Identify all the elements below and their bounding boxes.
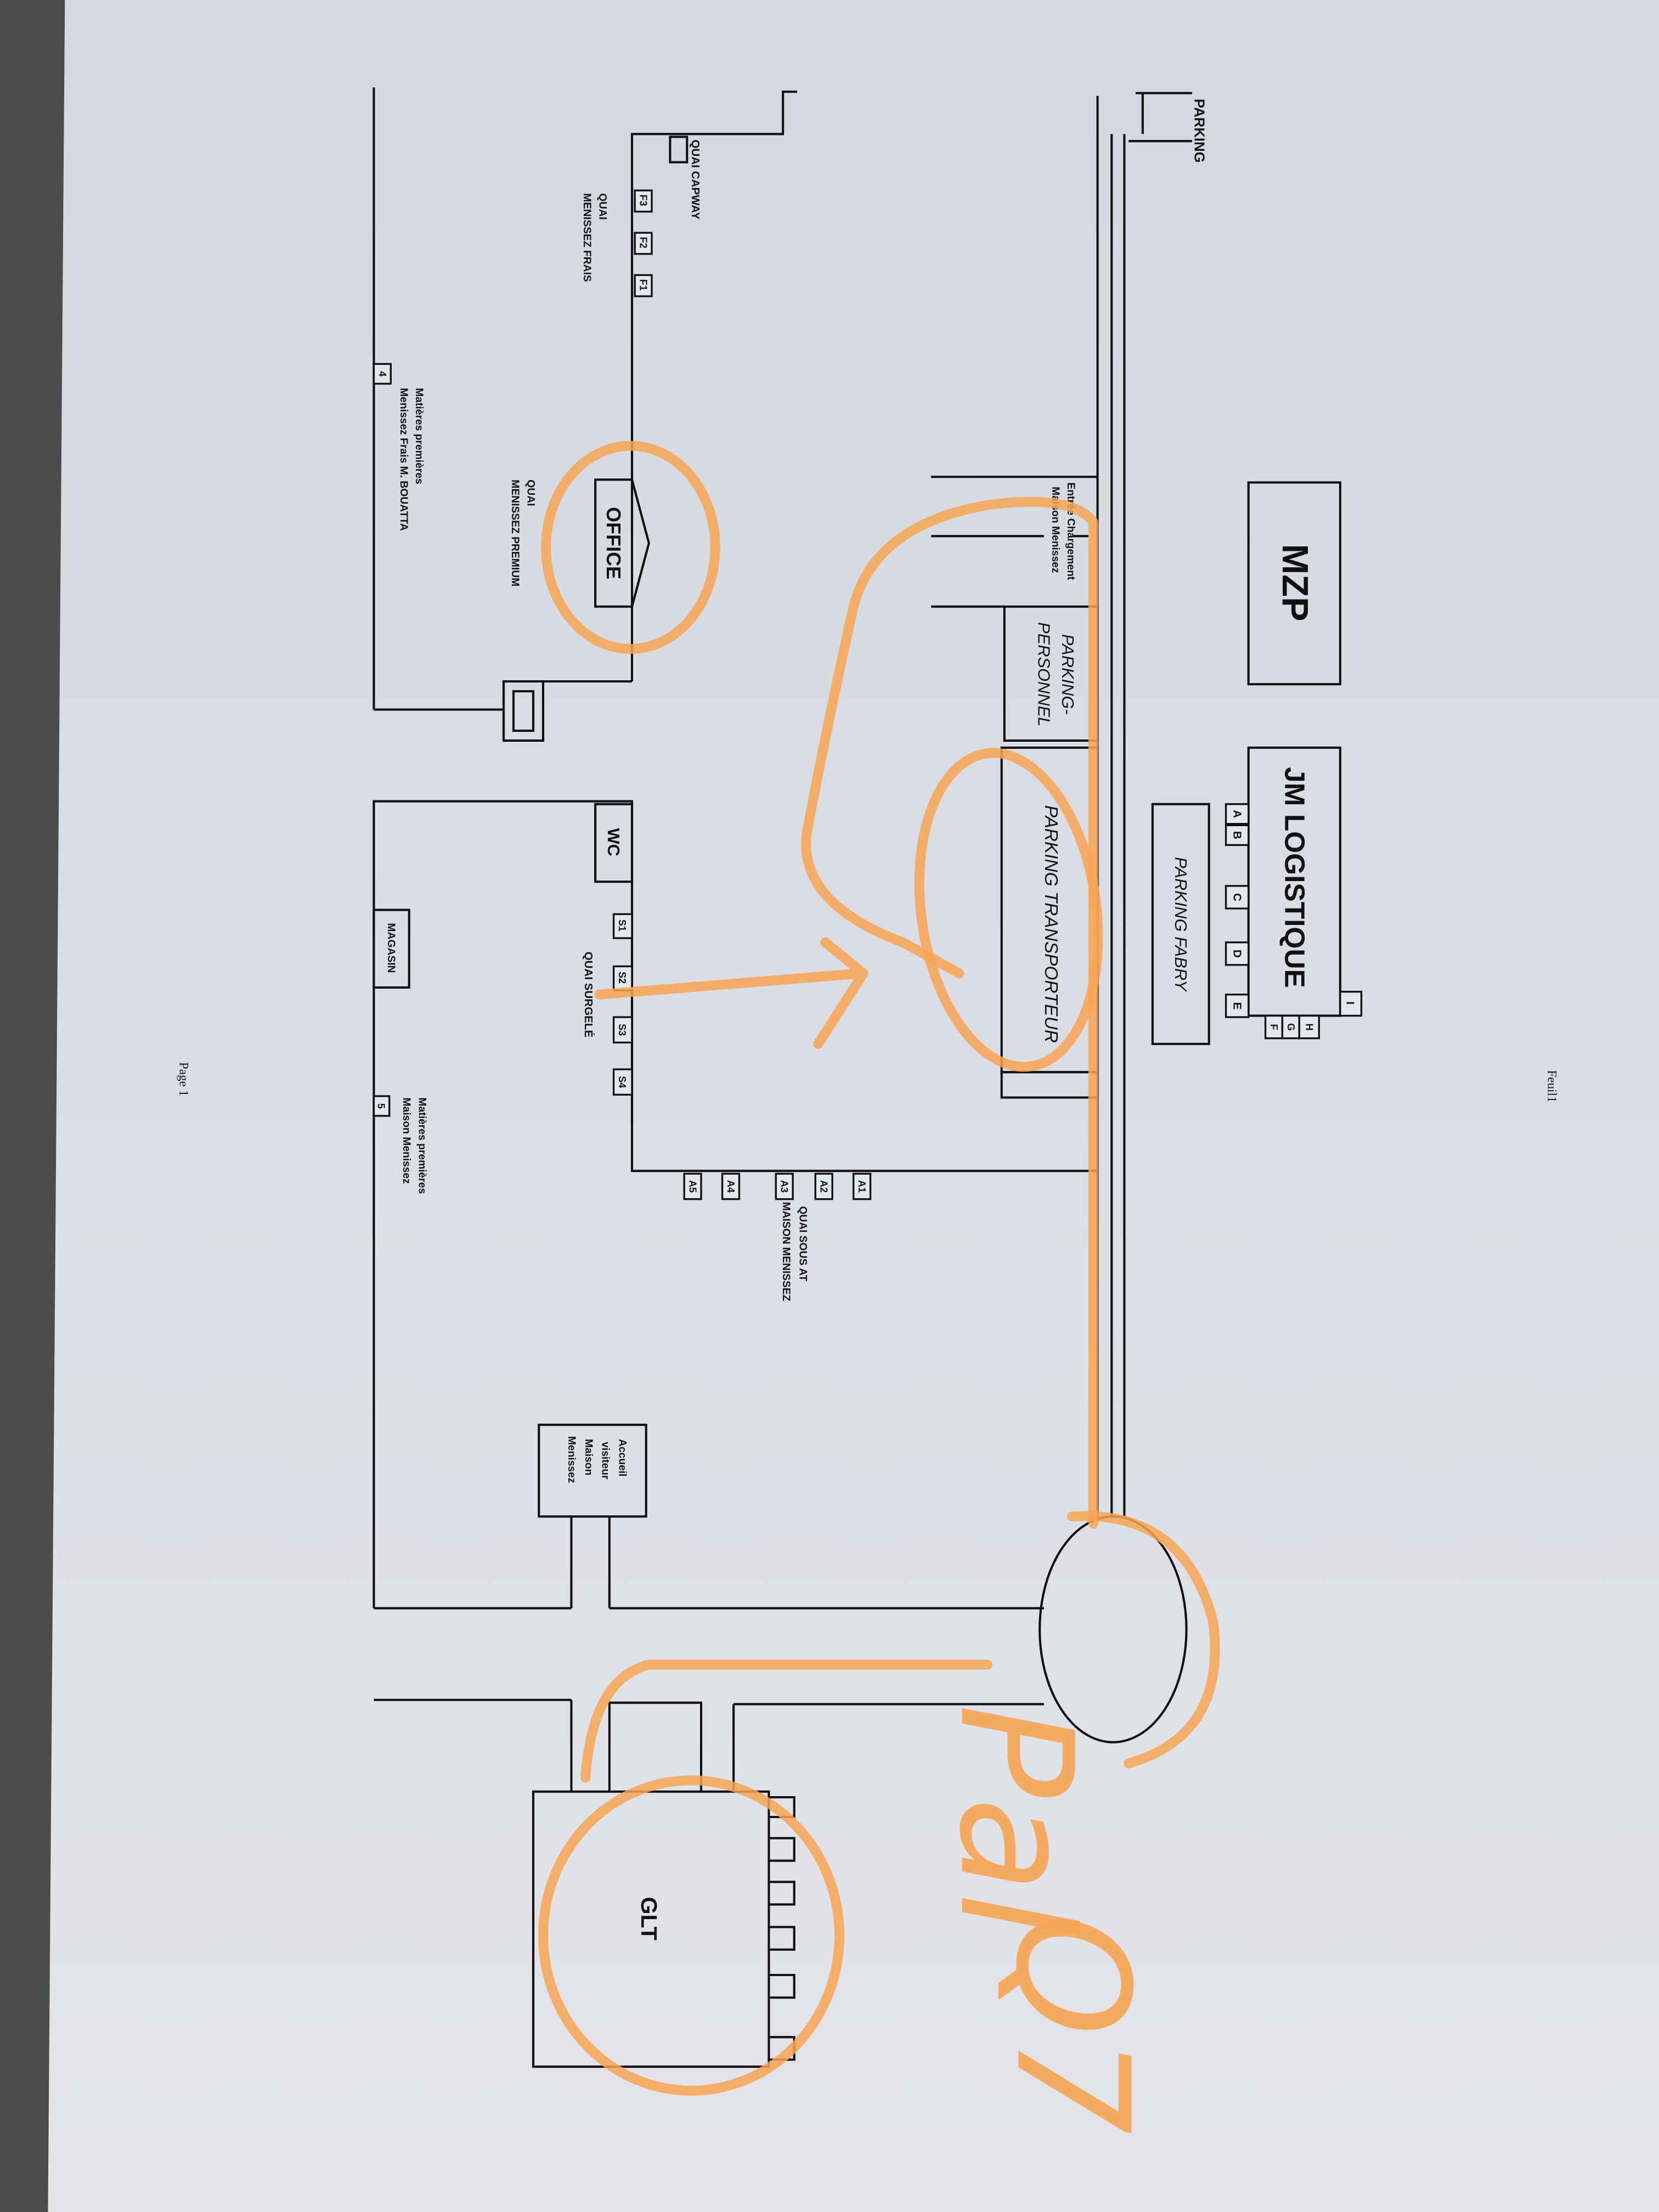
mp-maison-label-2: Maison Menissez xyxy=(400,1098,412,1184)
sous-at-docks: A1 A2 A3 A4 A5 xyxy=(683,1172,872,1200)
wc-room xyxy=(594,803,634,883)
dock-F3: F3 xyxy=(638,195,649,206)
dock-S2: S2 xyxy=(617,972,628,984)
glt-area xyxy=(374,1699,1044,1792)
office-circle xyxy=(541,441,720,654)
middle-building xyxy=(373,800,1098,1610)
dock-A2: A2 xyxy=(819,1180,830,1193)
route-path xyxy=(801,496,1098,1529)
wc-label: WC xyxy=(604,828,623,856)
frais-docks: F3 F2 F1 xyxy=(634,189,653,297)
surgele-docks: S1 S2 S3 S4 xyxy=(612,913,633,1096)
magasin-label: MAGASIN xyxy=(385,923,397,973)
dock-S3: S3 xyxy=(617,1024,628,1036)
loading-entrance xyxy=(931,476,1098,608)
parking-label: PARKING xyxy=(1192,99,1207,163)
mp-frais-label-1: Matières premières xyxy=(413,388,425,484)
roundabout-loop xyxy=(1067,1511,1220,1769)
dock-5: 5 xyxy=(375,1103,386,1109)
quai-capway-label: QUAI CAPWAY xyxy=(689,140,702,220)
accueil-label-4: Menissez xyxy=(566,1436,577,1483)
annotation-pal: Pal xyxy=(925,1704,1106,1936)
entree-chargement-label: Entrée Chargement xyxy=(1065,482,1076,580)
sheet-name: Feuil1 xyxy=(1545,1070,1559,1102)
left-building xyxy=(373,87,797,711)
dock-I: I xyxy=(1344,1001,1356,1005)
glt-circle xyxy=(538,1775,844,2096)
accueil-visiteur-building xyxy=(538,1424,647,1518)
annotation-q7: Q7 xyxy=(981,1914,1163,2136)
accueil-label-1: Accueil xyxy=(616,1439,628,1477)
dock-B: B xyxy=(1231,831,1244,839)
highlighter-annotations: Pal Q7 xyxy=(538,441,1220,2136)
premium-gatehouse xyxy=(502,680,545,742)
dock-F2: F2 xyxy=(638,237,649,249)
arrow-to-parking xyxy=(594,937,868,1049)
jm-docks: A B C D E F G H I xyxy=(1224,803,1363,1040)
dock-H: H xyxy=(1304,1024,1314,1031)
accueil-label-3: Maison xyxy=(583,1439,594,1475)
quai-sous-at-label-1: QUAI SOUS AT xyxy=(797,1206,809,1282)
dock-F1: F1 xyxy=(638,279,649,291)
gatehouse-sign-icon xyxy=(512,690,535,732)
glt-building xyxy=(532,1790,770,2068)
office-building xyxy=(594,478,650,608)
dock-A1: A1 xyxy=(856,1180,867,1193)
quai-premium-label-2: MENISSEZ PREMIUM xyxy=(509,479,521,586)
dock-G: G xyxy=(1285,1023,1296,1031)
quai-premium-label-1: QUAI xyxy=(524,479,536,506)
paper-sheet xyxy=(48,0,1659,2212)
parking-fabry-label: PARKING FABRY xyxy=(1171,857,1190,992)
dock-S4: S4 xyxy=(617,1076,628,1088)
quai-surgele-label: QUAI SURGELÉ xyxy=(582,952,595,1038)
dock-E: E xyxy=(1231,1002,1244,1010)
dock-C: C xyxy=(1231,893,1244,901)
mp-dock-4-box xyxy=(373,363,392,385)
mp-frais-label-2: Menissez Frais M. BOUATTA xyxy=(398,388,409,531)
mzp-building xyxy=(1247,481,1341,686)
page-number: Page 1 xyxy=(176,1062,190,1096)
mp-maison-label-1: Matières premières xyxy=(416,1098,427,1194)
parking-transporteur-label: PARKING TRANSPORTEUR xyxy=(1041,805,1061,1043)
dock-S1: S1 xyxy=(617,919,628,932)
quai-sous-at-label-2: MAISON MENISSEZ xyxy=(780,1202,792,1301)
dock-A4: A4 xyxy=(725,1180,736,1193)
quai-frais-label-1: QUAI xyxy=(597,193,608,219)
parking-fabry xyxy=(1151,803,1210,1045)
route-to-glt xyxy=(580,1660,993,1783)
quai-frais-label-2: MENISSEZ FRAIS xyxy=(581,193,592,282)
parking-personnel-label-2: PERSONNEL xyxy=(1034,622,1053,726)
mzp-label: MZP xyxy=(1274,544,1316,621)
dock-D: D xyxy=(1231,950,1244,958)
jm-logistique-label: JM LOGISTIQUE xyxy=(1279,767,1311,988)
parking-personnel-label-1: PARKING- xyxy=(1058,634,1077,715)
dock-4: 4 xyxy=(377,371,388,376)
magasin-room xyxy=(373,909,410,989)
accueil-label-2: visiteur xyxy=(600,1442,611,1480)
dock-A3: A3 xyxy=(779,1180,790,1193)
dock-A: A xyxy=(1231,810,1244,818)
office-label: OFFICE xyxy=(602,507,625,579)
dock-A5: A5 xyxy=(687,1180,698,1193)
mp-dock-5-box xyxy=(373,1095,391,1117)
glt-label: GLT xyxy=(636,1897,662,1940)
dock-F: F xyxy=(1268,1024,1279,1030)
